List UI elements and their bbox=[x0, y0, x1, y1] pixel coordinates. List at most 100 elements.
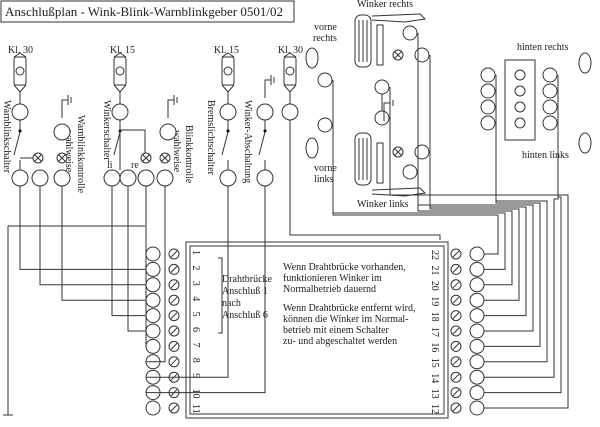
label-vorne-rechts-1: vorne bbox=[314, 22, 337, 33]
left-terminal-number: 8 bbox=[190, 358, 201, 363]
wire bbox=[417, 33, 513, 286]
lamp-supply-circle bbox=[159, 123, 177, 141]
screw-slot bbox=[452, 327, 460, 335]
switch-lever bbox=[258, 131, 266, 156]
right-terminal-number: 13 bbox=[429, 389, 440, 399]
left-terminal-number: 5 bbox=[190, 312, 201, 317]
ground-wire bbox=[167, 99, 174, 118]
screw-slot bbox=[452, 296, 460, 304]
fuse-top bbox=[283, 52, 297, 58]
rear-terminal-circle bbox=[542, 115, 558, 131]
winker-arm bbox=[371, 13, 427, 23]
left-terminal-number: 1 bbox=[190, 250, 201, 255]
rear-terminal-circle bbox=[542, 67, 558, 83]
ground-wire bbox=[264, 79, 271, 98]
screw-slot bbox=[452, 281, 460, 289]
diagram-title: Anschlußplan - Wink-Blink-Warnblinkgeber… bbox=[5, 4, 283, 19]
wire bbox=[61, 186, 146, 301]
note-present-2: funktionieren Winker im bbox=[283, 273, 382, 284]
screw-slot bbox=[170, 281, 178, 289]
left-terminal-number: 7 bbox=[190, 342, 201, 347]
bridge-note-1: Drahtbrücke bbox=[222, 274, 273, 285]
left-terminal-circle bbox=[145, 323, 161, 339]
note-present-3: Normalbetrieb dauernd bbox=[283, 284, 376, 295]
screw-slot bbox=[452, 312, 460, 319]
right-terminal-number: 12 bbox=[429, 404, 440, 414]
vorne-links-lamp-icon bbox=[305, 137, 319, 159]
left-terminal-number: 11 bbox=[190, 404, 201, 414]
ground-wire bbox=[383, 102, 390, 121]
vorne-links-terminal bbox=[317, 117, 333, 133]
winker-l-terminal bbox=[402, 164, 418, 180]
fuse-tip bbox=[283, 84, 297, 93]
switch-contact bbox=[263, 129, 267, 133]
flasher-unit-inner bbox=[189, 245, 445, 415]
switch-output-circle bbox=[256, 169, 274, 187]
left-terminal-number: 3 bbox=[190, 281, 201, 286]
fuse-element bbox=[223, 66, 233, 76]
wire bbox=[146, 186, 229, 378]
wire bbox=[127, 186, 146, 332]
screw-slot bbox=[452, 358, 460, 366]
bridge-note-2: Anschluß 1 bbox=[222, 286, 268, 297]
winker-junction bbox=[374, 110, 390, 126]
wire bbox=[39, 186, 146, 286]
fuse-output-circle bbox=[11, 103, 29, 121]
winker-coil-icon bbox=[376, 24, 384, 66]
fuse-top bbox=[113, 52, 127, 58]
switch-output-circle bbox=[53, 169, 71, 187]
rear-screw-icon bbox=[514, 85, 526, 97]
rear-screw-icon bbox=[514, 117, 526, 129]
wire bbox=[146, 186, 166, 363]
wire bbox=[19, 186, 146, 270]
right-terminal-number: 16 bbox=[429, 342, 440, 352]
screw-slot bbox=[170, 327, 178, 335]
fuse-tip bbox=[221, 84, 235, 93]
fuse-output-circle bbox=[281, 103, 299, 121]
label-re: re bbox=[131, 160, 139, 171]
cutoff-circle bbox=[256, 103, 274, 121]
ground-wire bbox=[61, 99, 68, 118]
label-hinten-links: hinten links bbox=[522, 150, 569, 161]
rear-terminal-circle bbox=[542, 99, 558, 115]
lamp-cross bbox=[161, 154, 169, 162]
screw-slot bbox=[452, 250, 460, 258]
label-bremslichtschalter: Bremslichtschalter bbox=[205, 100, 216, 176]
fuse-element bbox=[115, 66, 125, 76]
left-terminal-number: 9 bbox=[190, 373, 201, 378]
label-vorne-rechts-2: rechts bbox=[313, 33, 337, 44]
fuse-tip bbox=[113, 84, 127, 93]
right-terminal-circle bbox=[469, 292, 485, 308]
left-terminal-circle bbox=[145, 292, 161, 308]
switch-output-circle bbox=[119, 169, 137, 187]
screw-slot bbox=[452, 389, 460, 396]
lamp-supply-circle bbox=[53, 123, 71, 141]
right-terminal-number: 22 bbox=[429, 250, 440, 260]
screw-slot bbox=[170, 266, 178, 273]
label-winker-abschaltung: Winker-Abschaltung bbox=[242, 100, 253, 183]
label-warnblinkkontrolle: Warnblinkkontrolle bbox=[75, 115, 86, 194]
right-terminal-number: 20 bbox=[429, 281, 440, 291]
wire bbox=[111, 186, 146, 317]
switch-lever bbox=[221, 131, 229, 156]
lamp-cross bbox=[394, 148, 402, 156]
wire bbox=[484, 123, 548, 363]
note-removed-3: betrieb mit einem Schalter bbox=[283, 325, 389, 336]
title-box bbox=[0, 0, 295, 23]
note-present-1: Wenn Drahtbrücke vorhanden, bbox=[283, 262, 406, 273]
right-terminal-number: 14 bbox=[429, 373, 440, 383]
fuse-output-circle bbox=[111, 103, 129, 121]
winker-r-terminal bbox=[414, 47, 430, 63]
rear-screw-icon bbox=[514, 69, 526, 81]
switch-lever bbox=[13, 131, 21, 156]
label-warnblinkschalter: Warnblinkschalter bbox=[1, 100, 12, 174]
wire bbox=[429, 152, 527, 317]
right-terminal-circle bbox=[469, 323, 485, 339]
rear-terminal-circle bbox=[480, 83, 496, 99]
screw-slot bbox=[452, 404, 460, 412]
switch-output-circle bbox=[11, 169, 29, 187]
right-terminal-circle bbox=[469, 246, 485, 262]
lamp-cross bbox=[142, 154, 150, 162]
